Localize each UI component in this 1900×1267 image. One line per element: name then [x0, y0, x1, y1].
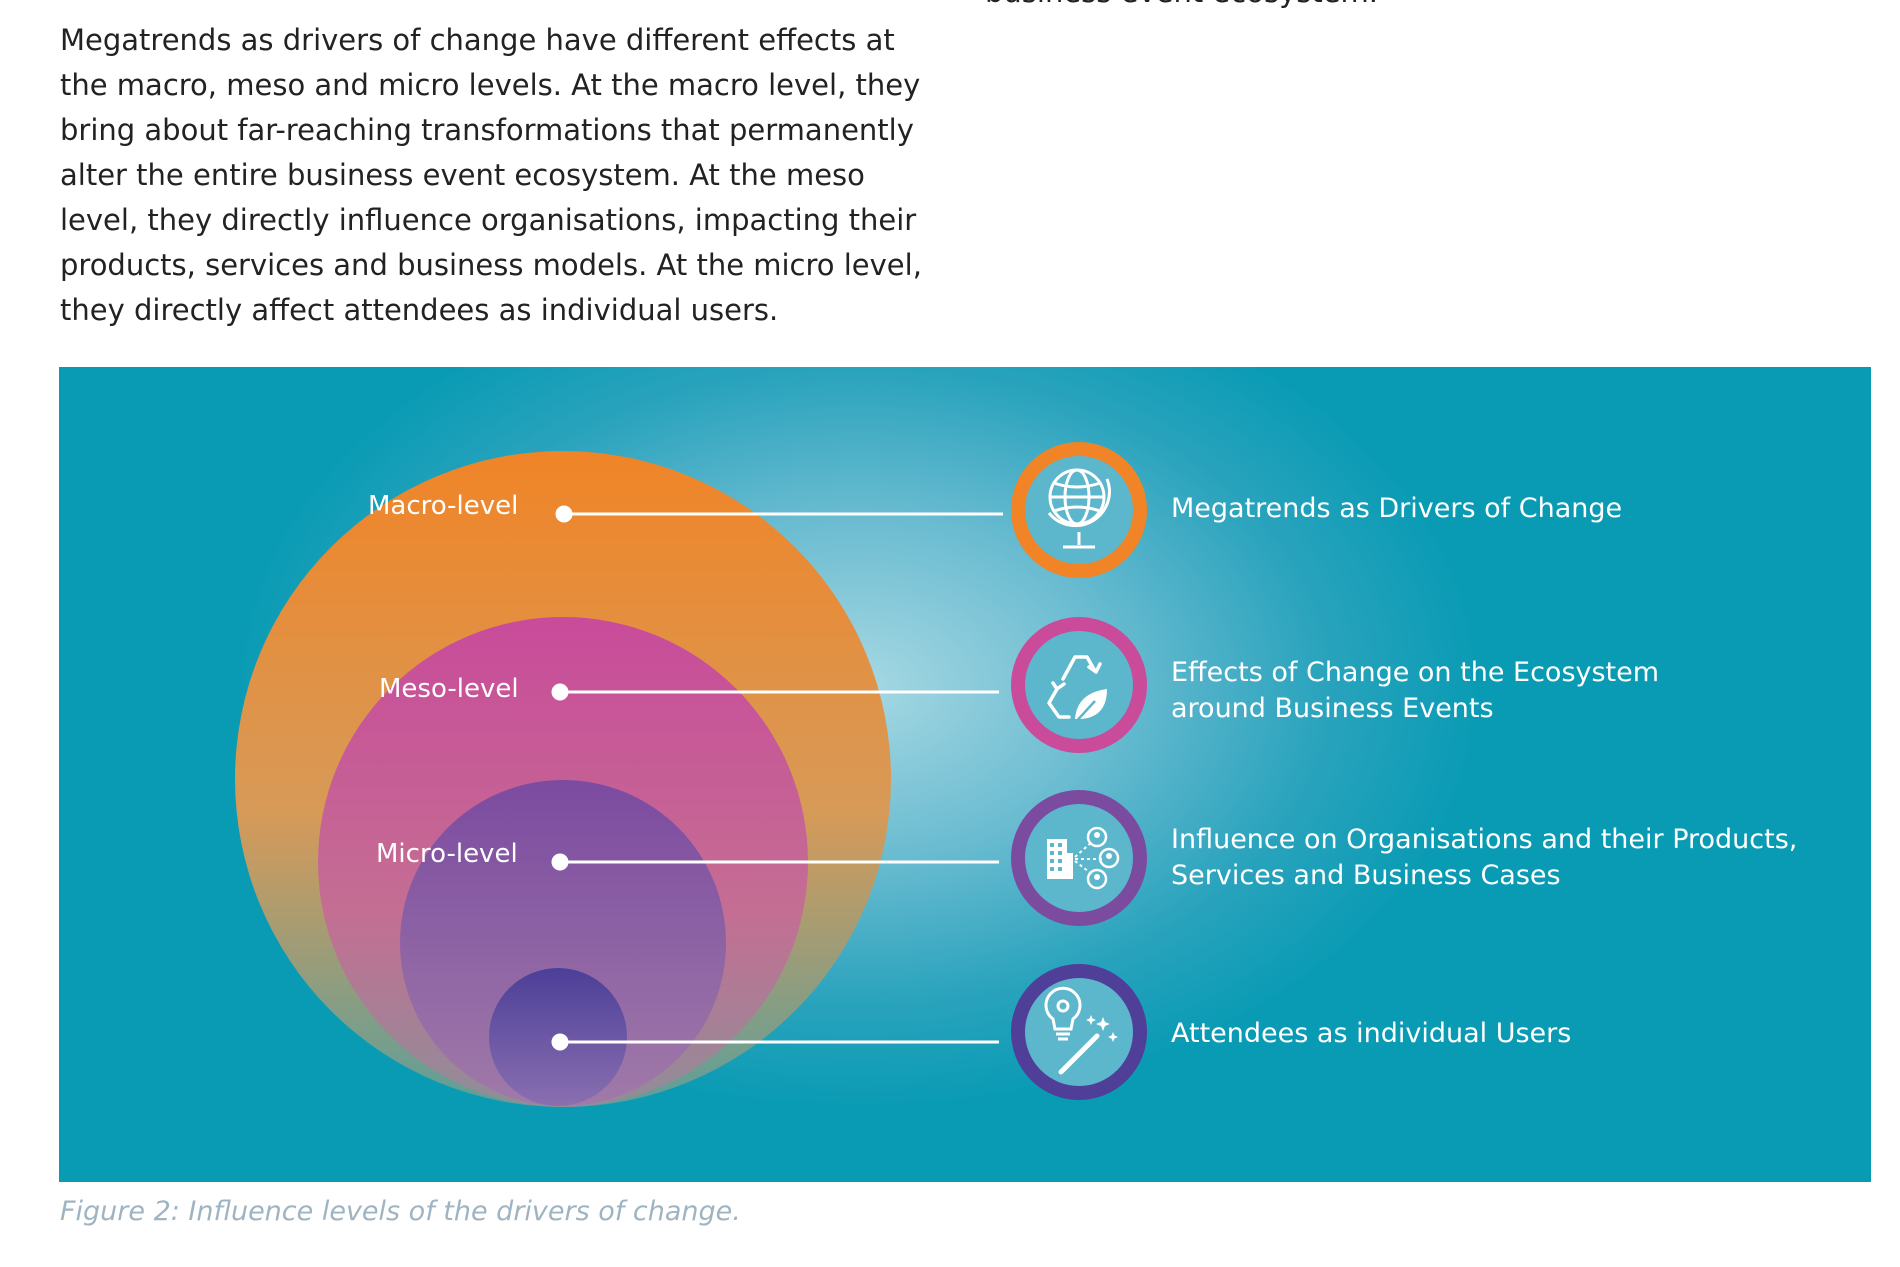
lightbulb-wand-icon	[1011, 964, 1147, 1100]
row-label-line: Services and Business Cases	[1171, 860, 1561, 891]
meso-connector-dot	[551, 683, 569, 701]
intro-paragraph: Megatrends as drivers of change have dif…	[60, 23, 922, 327]
row-label-line: Attendees as individual Users	[1171, 1018, 1572, 1049]
meso-level-label: Meso-level	[379, 674, 519, 704]
row-label-megatrends: Megatrends as Drivers of Change	[1171, 491, 1851, 527]
globe-icon	[1011, 442, 1147, 578]
core-connector-dot	[551, 1033, 569, 1051]
row-label-organisations: Influence on Organisations and their Pro…	[1171, 822, 1851, 894]
micro-connector-dot	[551, 853, 569, 871]
influence-levels-figure: Macro-level Meso-level Micro-level Megat…	[59, 367, 1871, 1182]
row-label-attendees: Attendees as individual Users	[1171, 1016, 1851, 1052]
figure-graphics	[235, 442, 1147, 1107]
organisation-network-icon	[1011, 790, 1147, 926]
figure-caption: Figure 2: Influence levels of the driver…	[60, 1196, 741, 1227]
row-label-ecosystem: Effects of Change on the Ecosystem aroun…	[1171, 655, 1851, 727]
row-label-line: around Business Events	[1171, 693, 1494, 724]
micro-level-label: Micro-level	[376, 839, 518, 869]
recycle-leaf-icon	[1011, 617, 1147, 753]
row-label-line: Influence on Organisations and their Pro…	[1171, 824, 1798, 855]
macro-connector-dot	[555, 505, 573, 523]
row-label-line: Megatrends as Drivers of Change	[1171, 493, 1623, 524]
macro-level-label: Macro-level	[368, 491, 519, 521]
row-label-line: Effects of Change on the Ecosystem	[1171, 657, 1660, 688]
right-column-cut-text: business event ecosystem.	[985, 0, 1785, 15]
